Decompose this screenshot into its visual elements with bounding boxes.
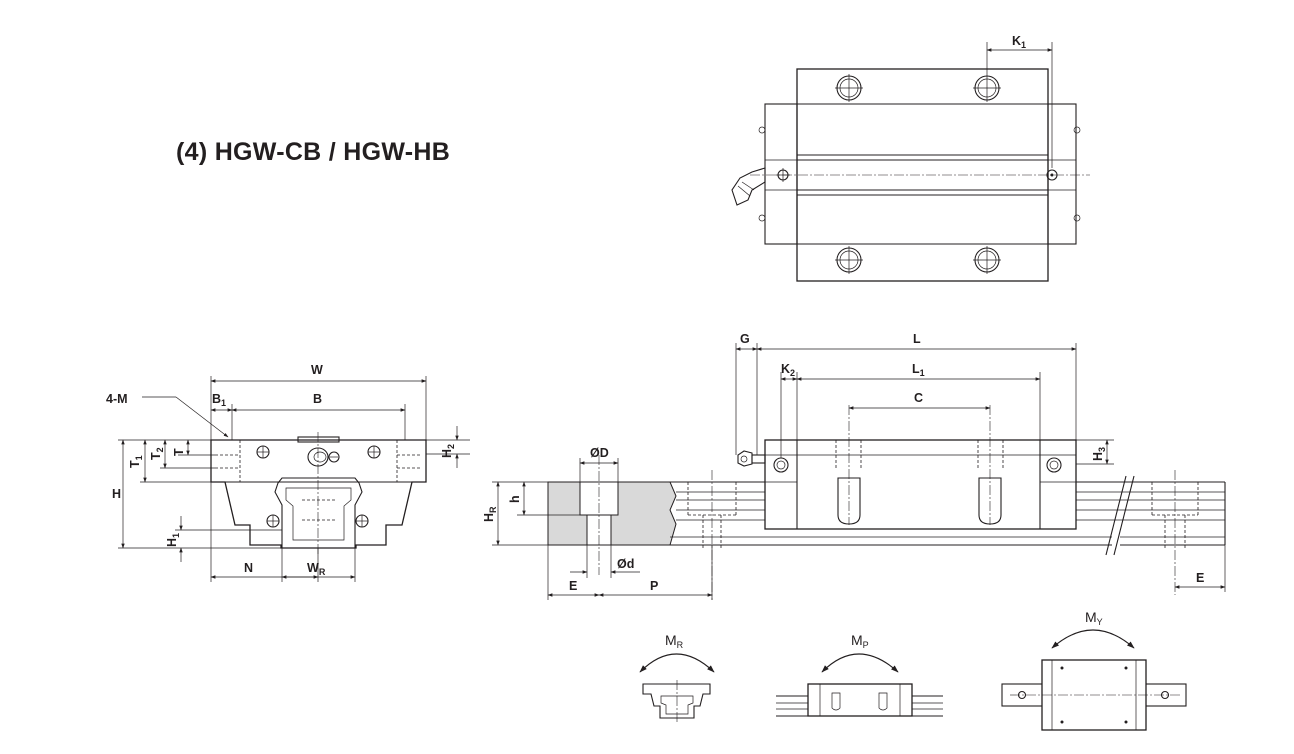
dim-n: N xyxy=(244,561,253,575)
dim-h2: H2 xyxy=(440,444,456,458)
dim-phi-d: ØD xyxy=(590,446,609,460)
dim-hr: HR xyxy=(482,506,498,522)
dim-wr: WR xyxy=(307,561,326,577)
moment-mp-icon: MP xyxy=(776,632,943,717)
dim-h1: H1 xyxy=(165,533,181,547)
moment-mr-icon: MR xyxy=(639,632,715,722)
dim-phi-d-small: Ød xyxy=(617,557,634,571)
moment-mr-label: MR xyxy=(665,632,684,650)
dim-c: C xyxy=(914,391,923,405)
top-view: K1 xyxy=(731,34,1090,282)
dim-h-small: h xyxy=(508,495,522,503)
grease-nipple-icon xyxy=(307,447,340,467)
dim-t2: T2 xyxy=(149,447,165,460)
dim-l: L xyxy=(913,332,921,346)
screw-icon xyxy=(256,445,270,459)
dim-w: W xyxy=(311,363,323,377)
dim-g: G xyxy=(740,332,750,346)
dim-p: P xyxy=(650,579,658,593)
grease-nipple-icon xyxy=(731,167,766,206)
screw-icon xyxy=(355,514,369,528)
dim-l1: L1 xyxy=(912,362,925,378)
dim-h3: H3 xyxy=(1091,447,1107,461)
mounting-hole-icon xyxy=(973,74,1001,102)
mounting-hole-icon xyxy=(835,246,863,274)
moment-my-label: MY xyxy=(1085,609,1103,627)
grease-nipple-icon xyxy=(737,450,766,467)
moment-my-icon: MY xyxy=(1001,609,1187,731)
screw-icon xyxy=(367,445,381,459)
dim-4m: 4-M xyxy=(106,392,128,406)
dim-t: T xyxy=(172,448,186,456)
mounting-hole-icon xyxy=(973,246,1001,274)
dim-e: E xyxy=(569,579,577,593)
section-title: (4) HGW-CB / HGW-HB xyxy=(176,138,451,166)
dim-e-right: E xyxy=(1196,571,1204,585)
screw-icon xyxy=(266,514,280,528)
side-view: L G L1 K2 C H3 ØD h HR xyxy=(482,332,1226,600)
mounting-hole-icon xyxy=(835,74,863,102)
front-view: W B B1 4-M H T1 T2 T H1 xyxy=(106,363,470,582)
moment-mp-label: MP xyxy=(851,632,869,650)
dim-k2: K2 xyxy=(781,362,795,378)
dim-h: H xyxy=(112,487,121,501)
dim-b: B xyxy=(313,392,322,406)
dim-k1: K1 xyxy=(1012,34,1026,50)
screw-icon xyxy=(1046,457,1062,473)
dim-t1: T1 xyxy=(128,455,144,468)
dim-b1: B1 xyxy=(212,392,226,408)
